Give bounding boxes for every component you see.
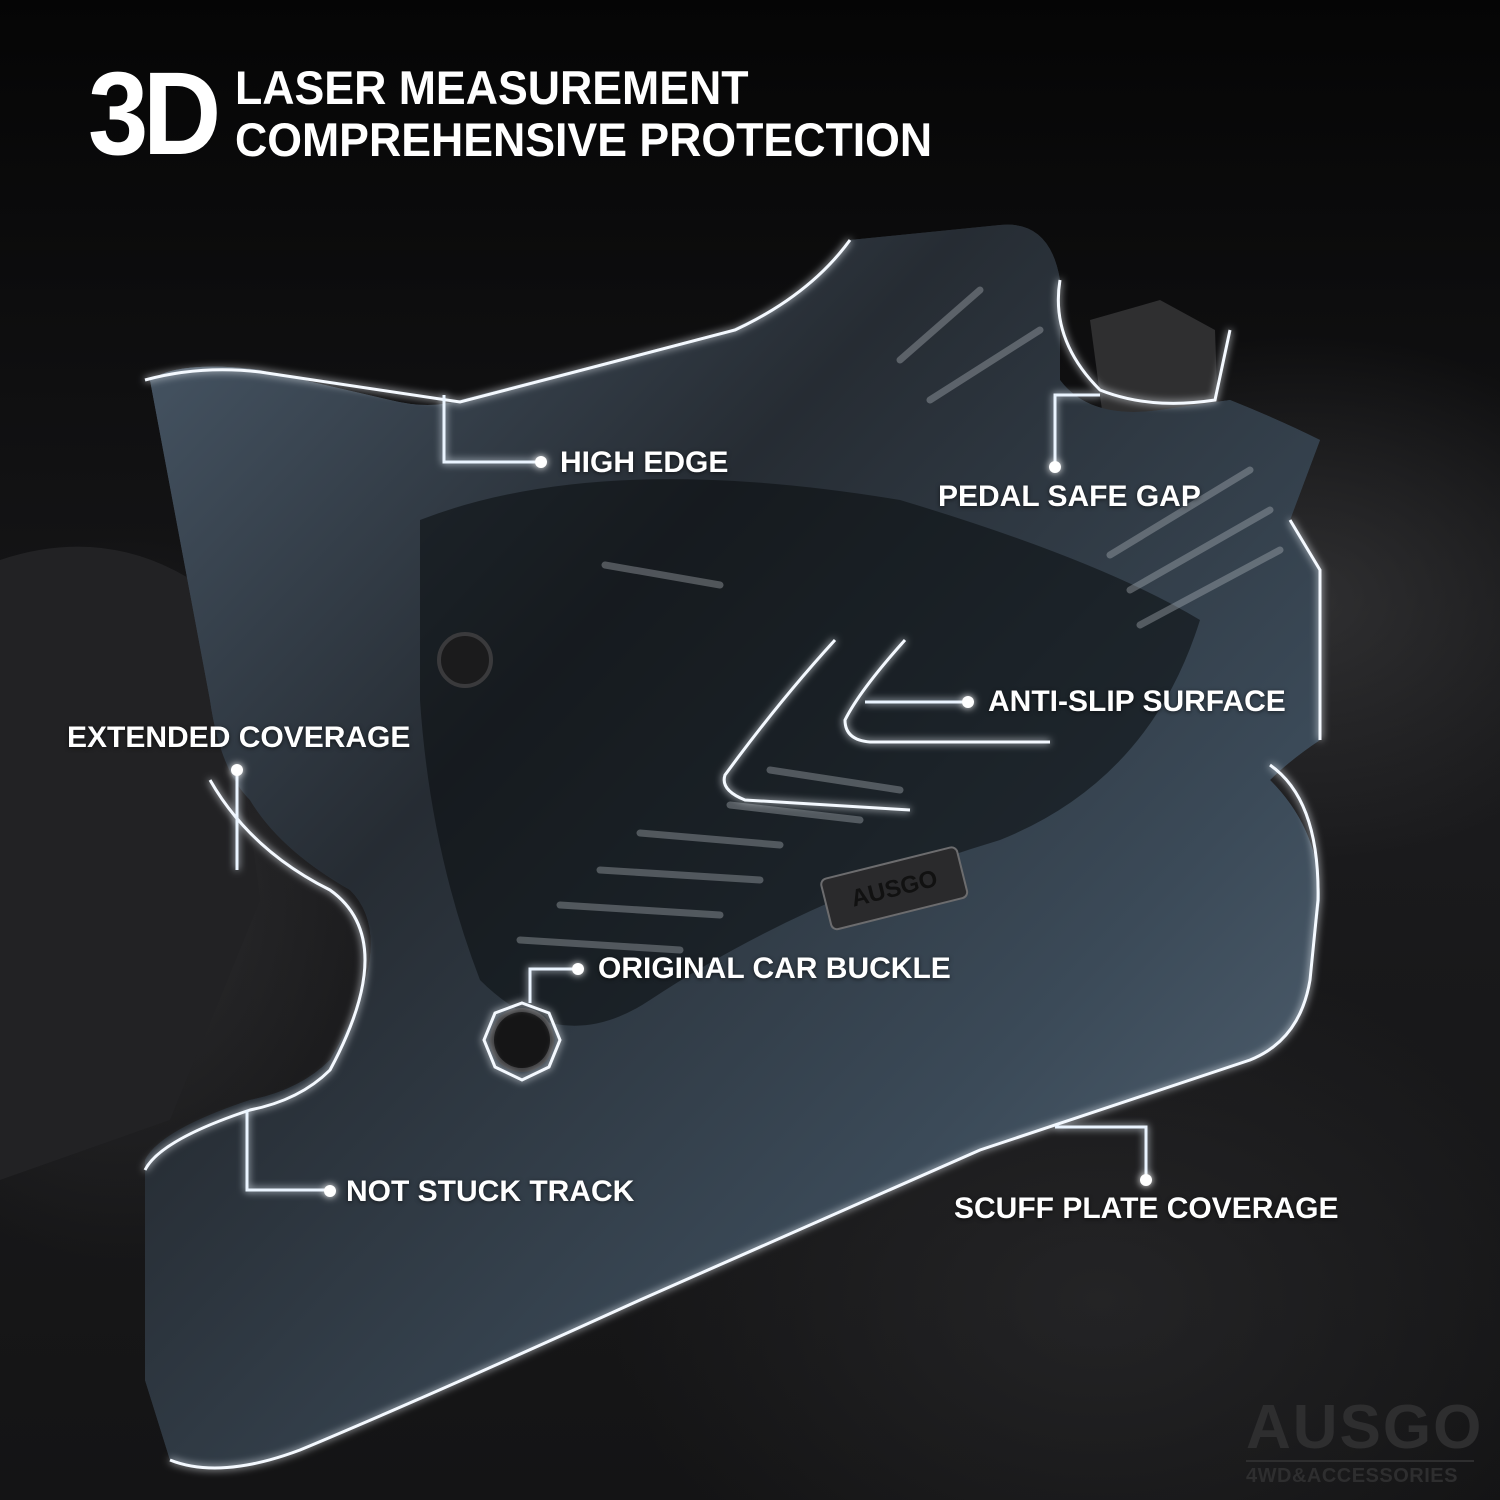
brand-divider [1246,1460,1474,1462]
callout-high-edge: HIGH EDGE [560,446,729,479]
headline-line-1: LASER MEASUREMENT [234,61,749,114]
headline: 3D LASER MEASUREMENT COMPREHENSIVE PROTE… [88,48,969,180]
callout-anti-slip-surface: ANTI-SLIP SURFACE [988,685,1286,718]
outline-glow [143,239,1322,1470]
headline-3d: 3D [88,48,221,180]
brand-tagline: 4WD&ACCESSORIES [1246,1465,1458,1487]
callout-extended-coverage: EXTENDED COVERAGE [67,721,411,754]
brand-name: AUSGO [1246,1393,1484,1462]
callout-leaders [235,393,1148,1192]
brand-logo: AUSGO 4WD&ACCESSORIES [1246,1393,1484,1487]
callout-original-car-buckle: ORIGINAL CAR BUCKLE [598,952,951,985]
headline-line-2: COMPREHENSIVE PROTECTION [234,113,932,166]
callout-scuff-plate-coverage: SCUFF PLATE COVERAGE [954,1192,1339,1225]
mat-ridges [516,286,1284,954]
seat-shape [0,546,260,1180]
mat-basin [420,479,1200,1026]
mat-badge: AUSGO [820,846,969,931]
callout-not-stuck-track: NOT STUCK TRACK [346,1175,635,1208]
buckle-upper [437,632,493,688]
buckle-lower [490,1008,554,1072]
callout-dots [231,456,1152,1197]
callout-pedal-safe-gap: PEDAL SAFE GAP [938,480,1201,513]
